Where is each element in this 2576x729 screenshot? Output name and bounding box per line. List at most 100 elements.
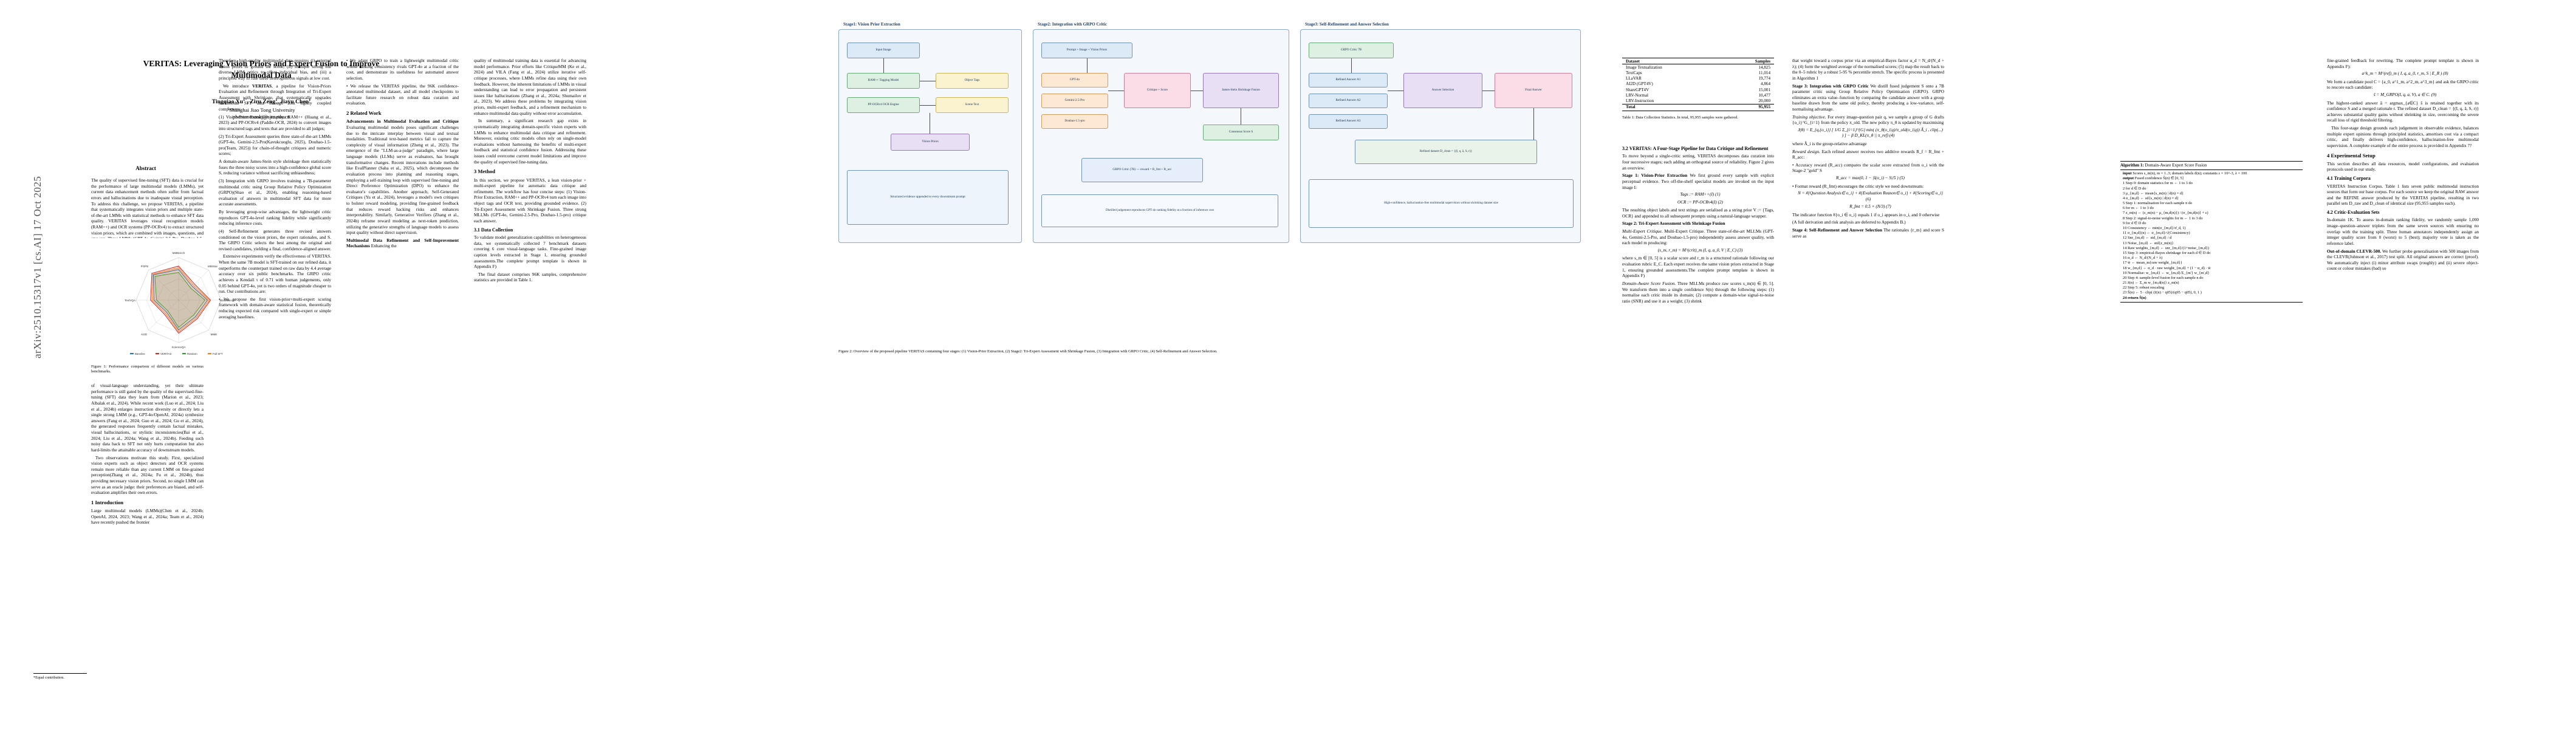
col5-stage2-label: Stage 2: Tri-Expert Assessment with Shri…: [1622, 221, 1725, 227]
stage3-box-answer-selection: Answer Selection: [1403, 73, 1482, 108]
stage1-box-input-image: Input Image: [847, 43, 920, 58]
table-cell-dataset: AI2D (GPT4V): [1626, 81, 1653, 87]
column-3: • We adapt GRPO to train a lightweight m…: [346, 58, 459, 671]
table-cell-dataset: LRV-Normal: [1626, 92, 1648, 98]
svg-text:Random: Random: [187, 352, 197, 355]
col6-stage3-label: Stage 3: Integration with GRPO Critic: [1792, 83, 1869, 89]
stage3-box-refined-a1: Refined Answer A1: [1309, 73, 1388, 87]
col3-sub2: Multimodal Data Refinement and Self-Impr…: [346, 238, 459, 249]
table-cell-dataset: TextCaps: [1626, 70, 1642, 75]
stage1-box-object-tags: Object Tags: [936, 73, 1009, 89]
table-1-data-collection: Dataset Samples Image Textualization 14,…: [1622, 57, 1774, 110]
stage2-box-notes: Distilled judgement reproduces GPT-4o ra…: [1041, 194, 1278, 227]
stage2-box-gpt4o: GPT-4o: [1041, 73, 1108, 87]
stage1-box-ram: RAM++ Tagging Model: [847, 73, 920, 89]
stage-1-title: Stage1: Vision Prior Extraction: [843, 22, 900, 27]
figure-2-architecture: Stage1: Vision Prior Extraction Input Im…: [838, 18, 1586, 340]
algorithm-step: 19 Normalise: w_{m,d} ← w_{m,d}/Σ_{m'} w…: [2123, 270, 2210, 275]
equation-8: a^k_m = M^(ref)_m ( I, q, a_0, r_m, S | …: [2362, 71, 2448, 77]
svg-text:MMStar: MMStar: [208, 265, 218, 268]
col2-closing-2: • We propose the first vision-prior+mult…: [219, 296, 331, 320]
col5-stage2: Stage 2: Tri-Expert Assessment with Shri…: [1622, 221, 1774, 227]
section-method-heading: 3 Method: [474, 168, 496, 175]
algorithm-step: 1 Step 0: domain statistics for m ← 1 to…: [2123, 181, 2193, 186]
equation-4: J(θ) = E_{q,{o_i}} [ 1/G Σ_{i=1}^{G} min…: [1798, 127, 1943, 139]
table-1-caption: Table 1: Data Collection Statistics. In …: [1622, 115, 1738, 120]
stage2-box-gemini: Gemini-2.5-Pro: [1041, 94, 1108, 108]
algorithm-step: 6 for m ← 1 to 3 do: [2123, 206, 2154, 211]
table-header-row: Dataset Samples: [1622, 57, 1774, 64]
table-cell-samples: 4,864: [1761, 81, 1770, 87]
col2-comp-5: By leveraging group-wise advantages, the…: [219, 209, 331, 227]
algorithm-step: 4 σ_{m,d} ← sd{s_m(n) | d(n) = d}: [2123, 196, 2179, 200]
stage3-box-final-answer: Final Answer: [1495, 73, 1572, 108]
table-cell-dataset: LLaVAR: [1626, 76, 1642, 81]
col4-footer: The final dataset comprises 96K samples,…: [474, 271, 586, 283]
equation-7: R_fmt = 0.5 × (N/3) (7): [1849, 204, 1891, 210]
col5-stage2-text: Multi-Expert Critique. Three state-of-th…: [1622, 228, 1774, 246]
veritas-pipeline-heading: 3.2 VERITAS: A Four-Stage Pipeline for D…: [1622, 146, 1769, 151]
col5-multiexpert-label: Multi-Expert Critique.: [1622, 228, 1663, 234]
page-title: VERITAS: Leveraging Vision Priors and Ex…: [91, 58, 431, 81]
arxiv-stamp: arXiv:2510.15317v1 [cs.AI] 17 Oct 2025: [32, 176, 43, 358]
algorithm-step: 2 for d ∈ D do: [2123, 186, 2146, 191]
col3-sub2-body: Enhancing the: [371, 243, 397, 249]
algorithm-step: 16 α_d ← N_d/(N_d + λ): [2123, 256, 2163, 261]
col6-bullet-2: • Format reward (R_fmt) encourages the c…: [1792, 183, 1924, 189]
col6-reward: Reward design. Each refined answer recei…: [1792, 149, 1944, 160]
col6-training: Training objective. For every image-ques…: [1792, 114, 1944, 126]
col5-stage1-label: Stage 1: Vision-Prior Extraction: [1622, 173, 1688, 179]
table-cell-samples: 10,477: [1758, 92, 1770, 98]
abstract-text: The quality of supervised fine-tuning (S…: [91, 177, 204, 238]
algorithm-step: 22 Step 5: robust rescaling: [2123, 286, 2165, 290]
algorithm-step: 21 z̄(n) ← Σ_m w_{m,d(n)} z_m(n): [2123, 281, 2179, 286]
algorithm-step: 5 Step 1: normalisation for each sample …: [2123, 201, 2193, 206]
stage2-box-grpo: GRPO Critic (7B) — reward = R_fmt + R_ac…: [1081, 158, 1203, 182]
column-7: fine-grained feedback for rewriting. The…: [2327, 58, 2479, 671]
stage3-box-notes: High-confidence, hallucination-free mult…: [1309, 179, 1574, 228]
svg-text:MMBench: MMBench: [173, 252, 185, 255]
algorithm-step: 8 Step 2: signal-to-noise weights for m …: [2123, 216, 2203, 221]
col3-bullet-2: • We release the VERITAS pipeline, the 9…: [346, 83, 459, 106]
table-total-label: Total: [1622, 103, 1722, 110]
stage2-box-critique-score: Critique + Score: [1124, 73, 1191, 108]
col3-bullet-1: • We adapt GRPO to train a lightweight m…: [346, 58, 459, 81]
section-experimental-setup-heading: 4 Experimental Setup: [2327, 152, 2376, 159]
col6-train-body: For every image-question pair q, we samp…: [1792, 114, 1944, 126]
stage2-box-prompt: Prompt + Image + Vision Priors: [1041, 43, 1132, 58]
algorithm-header: Algorithm 1: Domain-Aware Expert Score F…: [2120, 161, 2303, 170]
col4-datacol-text: To validate model generalization capabil…: [474, 234, 586, 270]
footnote-divider: [33, 673, 87, 674]
stage1-box-scene-text: Scene Text: [936, 97, 1009, 113]
column-4: quality of multimodal training data is e…: [474, 58, 586, 671]
table-cell-samples: 14,825: [1722, 64, 1774, 70]
footnote-text: *Equal contribution.: [33, 676, 64, 680]
title-line-2: Multimodal Data: [231, 70, 292, 80]
stage3-arrow-4: [1533, 108, 1534, 140]
figure-1-caption: Figure 1: Performance comparison of diff…: [91, 364, 204, 374]
stage3-box-dataset: Refined dataset D_clean = {(I, q, â, S, …: [1355, 140, 1537, 164]
equation-6: N = #{Question Analysis∈ o_i} + #{Evalua…: [1798, 191, 1943, 202]
algorithm-title: Domain-Aware Expert Score Fusion: [2145, 163, 2207, 168]
algorithm-step: 7 z_m(n) ← (s_m(n) − μ_{m,d(n)}) / (σ_{m…: [2123, 211, 2208, 216]
col4-p1: quality of multimodal training data is e…: [474, 58, 586, 116]
section-related-work-heading: 2 Related Work: [346, 110, 382, 116]
column-6: that weight toward a corpus prior via an…: [1792, 58, 1944, 671]
col7-sub42-text: In-domain 1K. To assess in-domain rankin…: [2327, 217, 2479, 246]
stage1-arrow-3: [920, 105, 936, 106]
col7-sub41-text: VERITAS Instruction Corpus. Table 1 list…: [2327, 183, 2479, 207]
table-row: LRV-Normal 10,477: [1622, 92, 1774, 98]
section-data-collection-heading: 3.1 Data Collection: [474, 227, 513, 233]
title-block: VERITAS: Leveraging Vision Priors and Ex…: [91, 58, 431, 120]
svg-text:SEEDBench: SEEDBench: [219, 299, 235, 302]
contact-email: phenomenonkj@sjtu.edu.cn: [233, 114, 290, 120]
algorithm-step: 24 return Ŝ(n): [2123, 295, 2146, 300]
col5-stage2-body: Multi-Expert Critique. Multi-Expert Crit…: [1622, 228, 1774, 246]
col5-stage1-tail: The resulting object labels and text str…: [1622, 207, 1774, 219]
svg-text:POPE: POPE: [141, 265, 149, 268]
affiliation: 1Shanghai Jiao Tong University: [227, 106, 295, 113]
col6-p1: that weight toward a corpus prior via an…: [1792, 58, 1944, 81]
table-total-row: Total 95,955: [1622, 103, 1774, 110]
stage2-box-consensus: Consensus Score S: [1203, 125, 1279, 140]
svg-text:MME: MME: [211, 333, 218, 336]
